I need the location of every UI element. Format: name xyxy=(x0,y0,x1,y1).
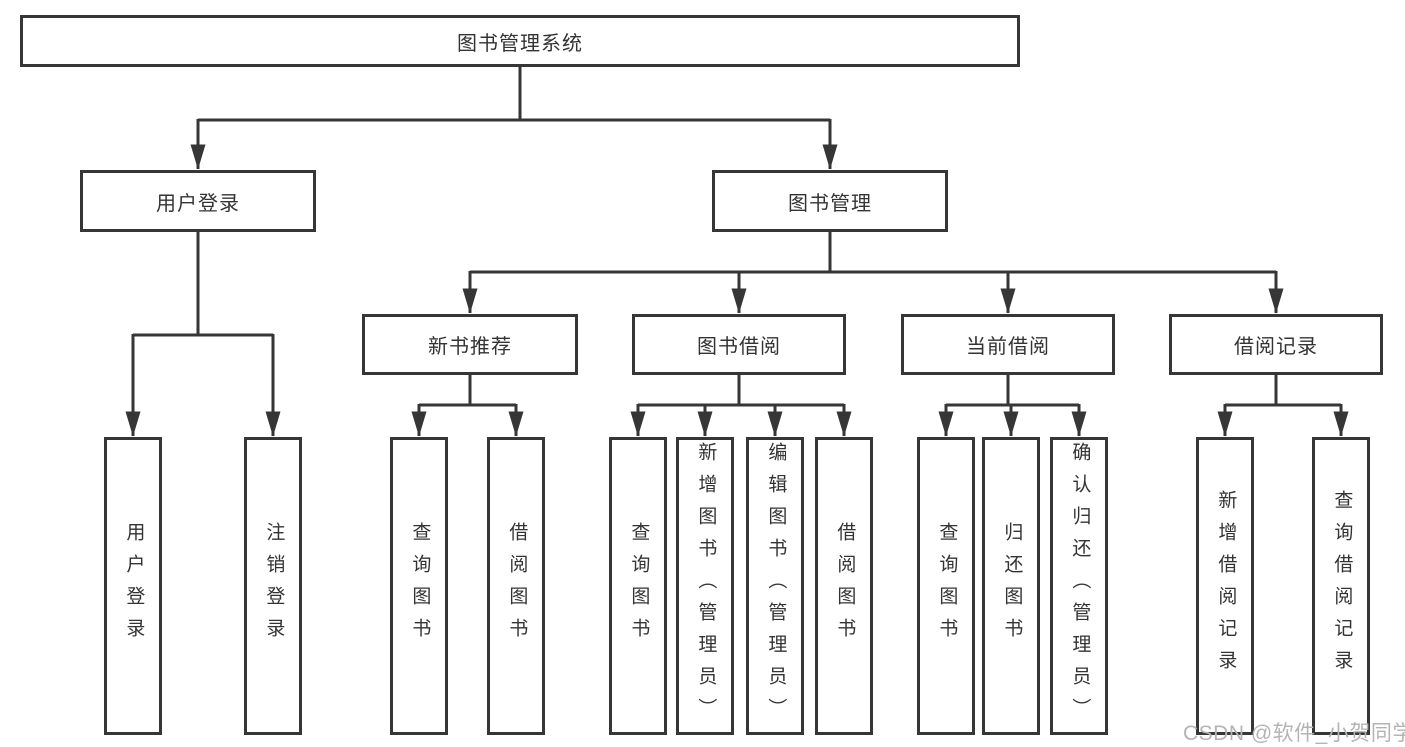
node-leaf-query-book-2: 查询图书 xyxy=(609,437,667,735)
node-leaf-query-book-3: 查询图书 xyxy=(917,437,975,735)
node-leaf-confirm-return-admin: 确认归还（管理员） xyxy=(1050,437,1108,735)
node-leaf-add-borrow-record-label: 新增借阅记录 xyxy=(1215,490,1237,682)
node-leaf-borrow-book-1: 借阅图书 xyxy=(487,437,545,735)
node-leaf-add-borrow-record: 新增借阅记录 xyxy=(1196,437,1254,735)
node-user-login: 用户登录 xyxy=(80,170,316,232)
connector-root-to-level2 xyxy=(190,66,838,170)
node-leaf-return-book-label: 归还图书 xyxy=(1001,522,1023,650)
node-system-root-label: 图书管理系统 xyxy=(457,32,583,55)
node-book-borrow-label: 图书借阅 xyxy=(697,336,781,358)
node-leaf-user-login: 用户登录 xyxy=(104,437,162,735)
connector-borrow-records-children xyxy=(1217,374,1349,437)
node-leaf-borrow-book-2: 借阅图书 xyxy=(815,437,873,735)
node-borrow-records-label: 借阅记录 xyxy=(1234,336,1318,358)
node-new-book-recommend: 新书推荐 xyxy=(362,314,578,375)
node-leaf-query-borrow-record: 查询借阅记录 xyxy=(1312,437,1370,735)
node-borrow-records: 借阅记录 xyxy=(1169,314,1383,375)
node-leaf-return-book: 归还图书 xyxy=(982,437,1040,735)
connector-current-borrow-children xyxy=(938,374,1087,437)
connector-book-borrow-children xyxy=(630,374,852,437)
node-system-root: 图书管理系统 xyxy=(20,15,1020,67)
node-leaf-confirm-return-admin-label: 确认归还（管理员） xyxy=(1069,442,1091,730)
node-book-management-label: 图书管理 xyxy=(788,192,872,215)
node-user-login-label: 用户登录 xyxy=(156,192,240,215)
node-new-book-recommend-label: 新书推荐 xyxy=(428,336,512,358)
node-leaf-user-login-label: 用户登录 xyxy=(123,522,145,650)
node-leaf-query-borrow-record-label: 查询借阅记录 xyxy=(1331,490,1353,682)
watermark-text: CSDN @软件_小贺同学 xyxy=(1183,722,1405,745)
node-leaf-edit-book-admin-label: 编辑图书（管理员） xyxy=(765,442,787,730)
connector-new-book-recommend-children xyxy=(411,374,524,437)
node-leaf-edit-book-admin: 编辑图书（管理员） xyxy=(746,437,804,735)
node-leaf-query-book-2-label: 查询图书 xyxy=(628,522,650,650)
node-leaf-query-book-3-label: 查询图书 xyxy=(936,522,958,650)
node-leaf-add-book-admin-label: 新增图书（管理员） xyxy=(695,442,717,730)
node-book-borrow: 图书借阅 xyxy=(632,314,846,375)
node-current-borrow: 当前借阅 xyxy=(901,314,1115,375)
node-leaf-borrow-book-2-label: 借阅图书 xyxy=(834,522,856,650)
node-book-management: 图书管理 xyxy=(712,170,948,232)
node-leaf-add-book-admin: 新增图书（管理员） xyxy=(676,437,734,735)
node-leaf-borrow-book-1-label: 借阅图书 xyxy=(506,522,528,650)
connector-user-login-children xyxy=(125,231,281,437)
node-leaf-logout: 注销登录 xyxy=(244,437,302,735)
node-leaf-query-book-1-label: 查询图书 xyxy=(409,522,431,650)
node-leaf-query-book-1: 查询图书 xyxy=(390,437,448,735)
node-leaf-logout-label: 注销登录 xyxy=(263,522,285,650)
connector-book-management-children xyxy=(462,231,1284,314)
node-current-borrow-label: 当前借阅 xyxy=(966,336,1050,358)
